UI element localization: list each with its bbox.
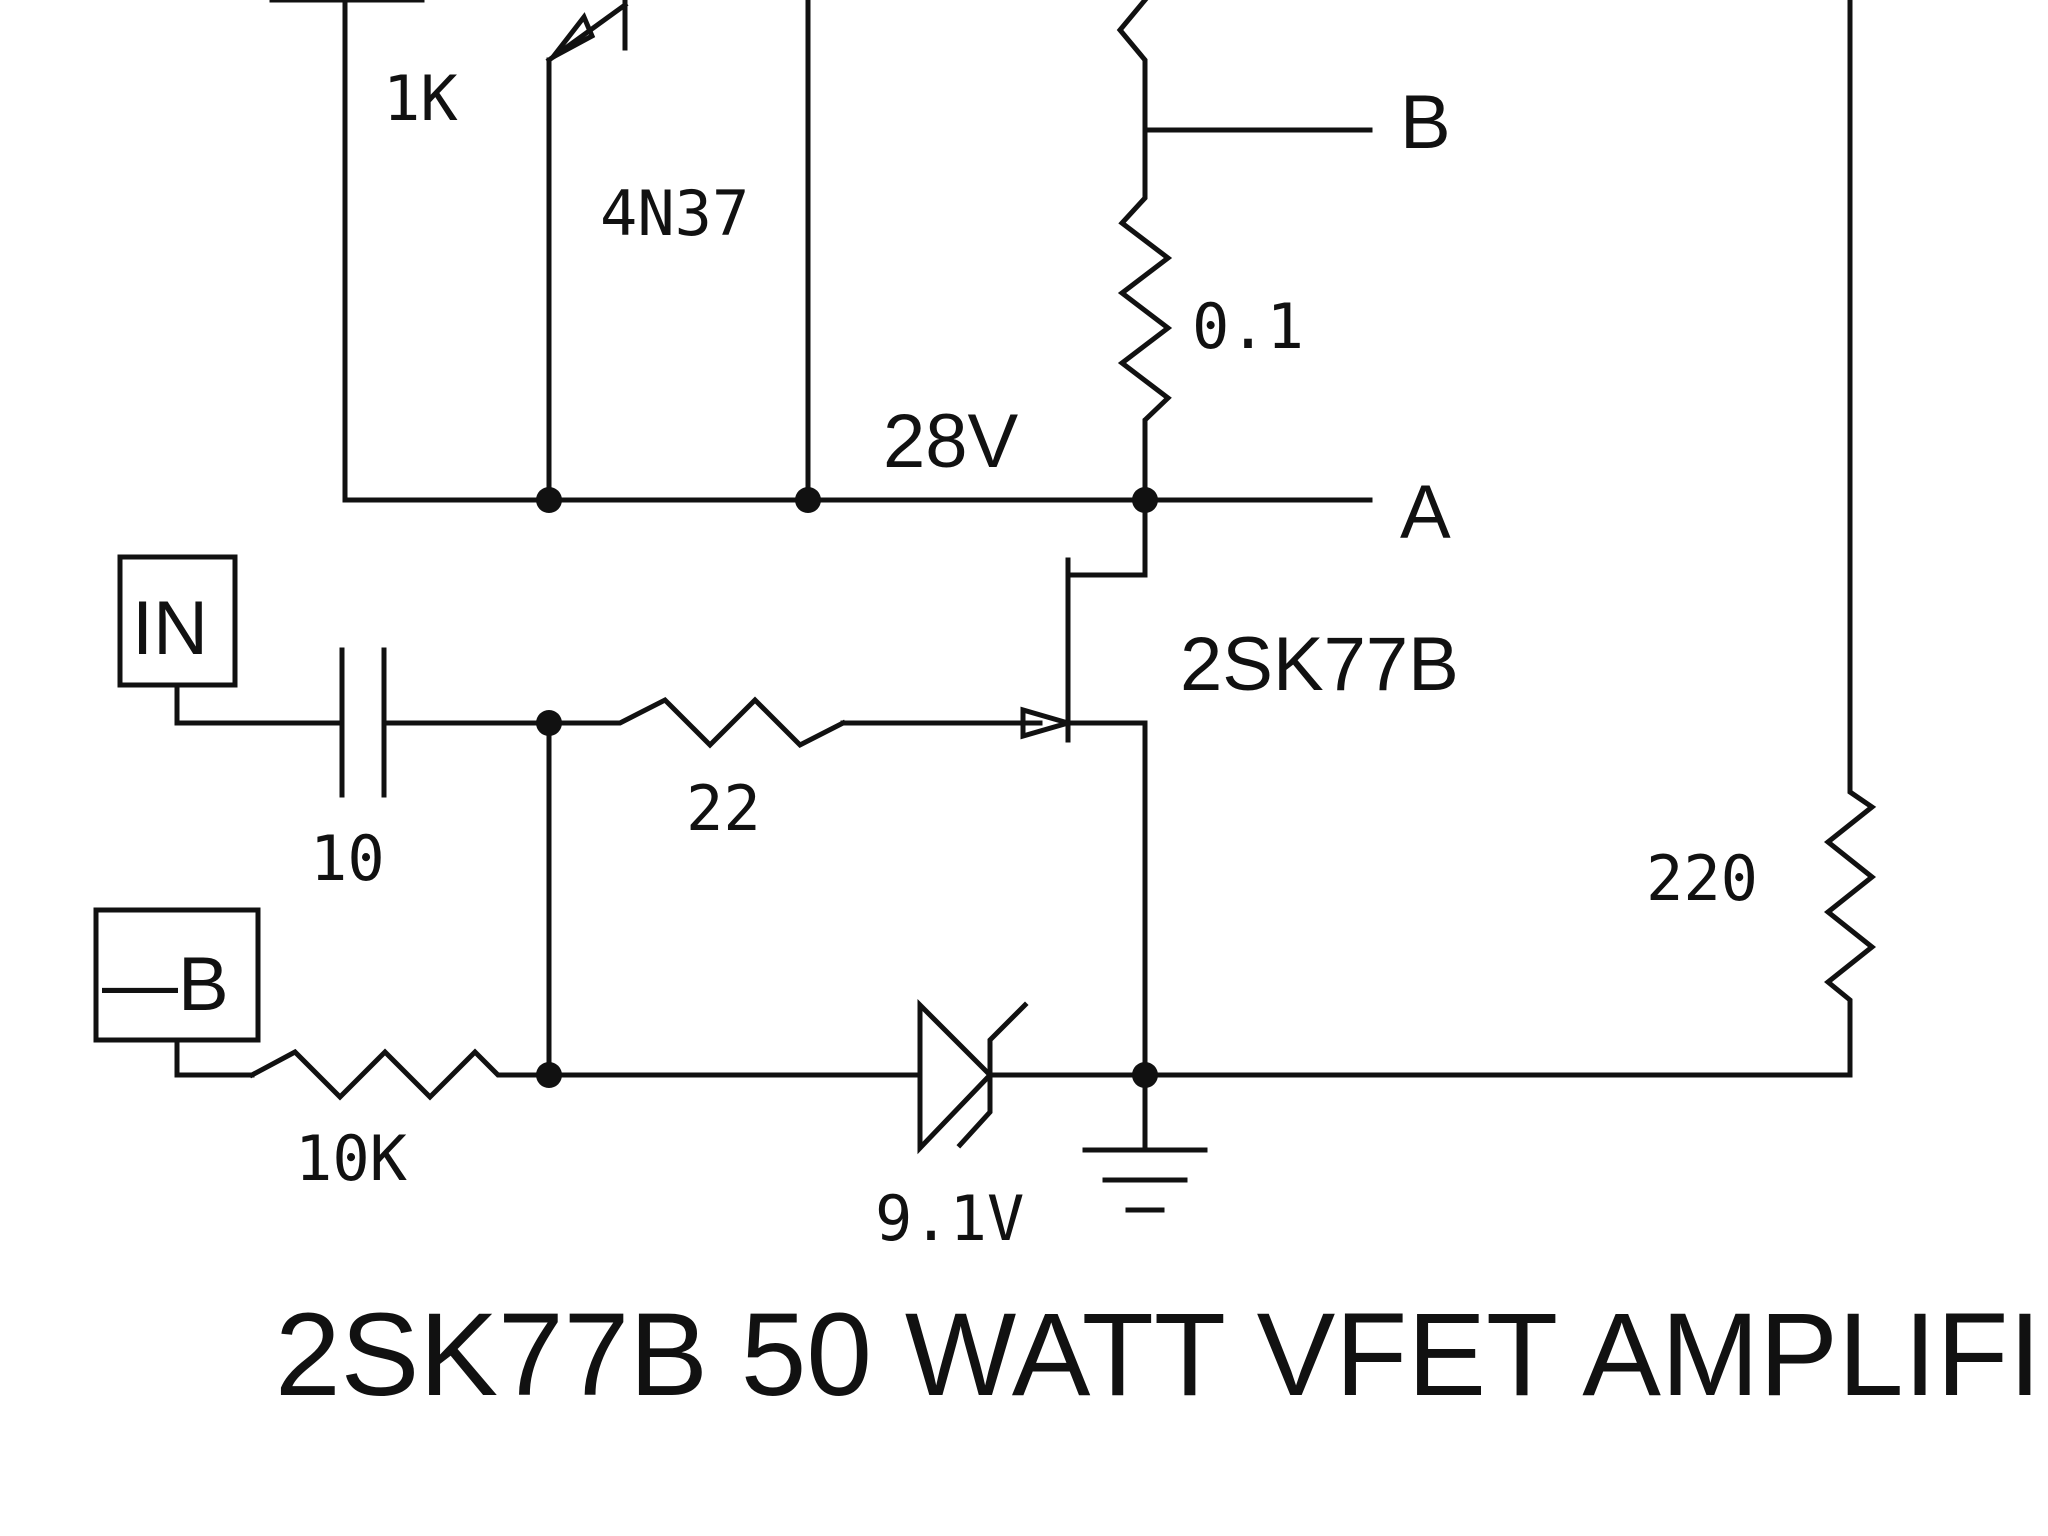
resistor-220 xyxy=(1823,767,1877,1078)
input-wire xyxy=(174,682,552,726)
ground-icon xyxy=(1082,1072,1208,1213)
label-r-220: 220 xyxy=(1646,842,1758,915)
label-r-22: 22 xyxy=(686,772,761,845)
zener-diode-9-1v xyxy=(917,998,1029,1155)
terminal-in-box xyxy=(117,554,238,688)
label-0-1: 0.1 xyxy=(1192,290,1304,363)
label-cap-10: 10 xyxy=(310,822,385,895)
label-28v: 28V xyxy=(883,399,1019,484)
terminal-minus-b-box xyxy=(93,907,261,1043)
junction-dot xyxy=(536,487,562,513)
resistor-1k-stub xyxy=(269,0,425,503)
label-r-10k: 10K xyxy=(295,1122,408,1195)
resistor-10k xyxy=(248,1048,552,1101)
resistor-22 xyxy=(546,696,847,749)
label-node-a: A xyxy=(1400,470,1451,555)
label-zener-9-1v: 9.1V xyxy=(875,1182,1024,1255)
label-1k: 1K xyxy=(383,62,458,135)
junction-dot xyxy=(1132,487,1158,513)
resistor-0-1 xyxy=(1117,127,1173,503)
capacitor-10 xyxy=(339,647,387,798)
junction-dot xyxy=(1132,1062,1158,1088)
optocoupler-4n37-transistor xyxy=(545,0,629,503)
label-in: IN xyxy=(132,586,208,671)
junction-dot xyxy=(536,1062,562,1088)
label-4n37: 4N37 xyxy=(600,177,749,250)
label-2sk77b: 2SK77B xyxy=(1180,622,1459,707)
junction-dot xyxy=(795,487,821,513)
label-node-b: B xyxy=(1400,80,1451,165)
minus-b-wire xyxy=(174,1037,255,1078)
vfet-2sk77b xyxy=(840,497,1148,1078)
junction-dot xyxy=(536,710,562,736)
diagram-title: 2SK77B 50 WATT VFET AMPLIFIER xyxy=(275,1289,2048,1421)
resistor-top-partial xyxy=(1116,0,1149,133)
label-minus-b: —B xyxy=(102,942,229,1027)
